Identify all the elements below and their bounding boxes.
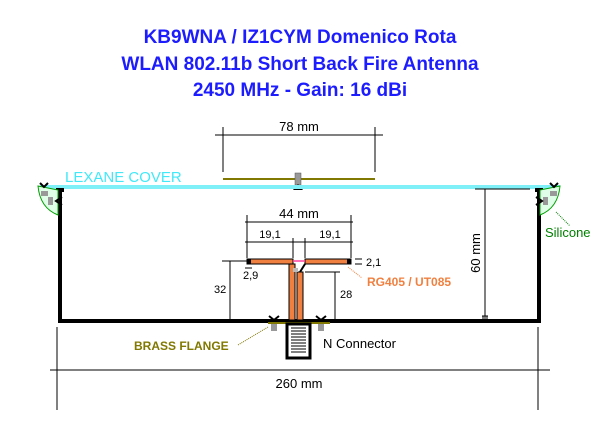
dim-78-label: 78 mm bbox=[279, 119, 319, 134]
title-line-1: KB9WNA / IZ1CYM Domenico Rota bbox=[144, 27, 457, 48]
dim-arm-right-label: 19,1 bbox=[319, 229, 340, 241]
dim-32-label: 32 bbox=[214, 284, 226, 296]
dipole bbox=[246, 258, 352, 321]
dim-reflector: 260 mm bbox=[50, 327, 550, 410]
n-connector bbox=[285, 322, 312, 360]
flange-screws bbox=[268, 315, 327, 331]
dim-60-label: 60 mm bbox=[468, 233, 483, 273]
reflector bbox=[58, 190, 541, 323]
dim-depth: 60 mm bbox=[468, 188, 530, 320]
dim-260-label: 260 mm bbox=[276, 376, 323, 391]
silicone-left bbox=[37, 182, 63, 216]
lexane-cover bbox=[40, 185, 560, 189]
title-line-3: 2450 MHz - Gain: 16 dBi bbox=[193, 80, 407, 101]
silicone-right bbox=[535, 182, 561, 216]
silicone-label: Silicone bbox=[545, 225, 591, 240]
dim-thickness-label: 2,1 bbox=[366, 257, 381, 269]
title-line-2: WLAN 802.11b Short Back Fire Antenna bbox=[121, 54, 479, 75]
flange-label: BRASS FLANGE bbox=[134, 339, 229, 353]
subreflector-mount bbox=[294, 172, 302, 186]
dim-44-label: 44 mm bbox=[279, 206, 319, 221]
dim-gap-label: 2,9 bbox=[243, 270, 258, 282]
silicone-pointer bbox=[555, 211, 571, 227]
cover-label: LEXANE COVER bbox=[65, 169, 182, 186]
cable-label: RG405 / UT085 bbox=[367, 275, 451, 289]
dim-subreflector: 78 mm bbox=[215, 119, 383, 172]
dim-arm-left-label: 19,1 bbox=[259, 229, 280, 241]
dim-dipole: 44 mm 19,1 19,1 bbox=[245, 206, 353, 258]
connector-label: N Connector bbox=[323, 336, 397, 351]
dim-28-label: 28 bbox=[340, 289, 352, 301]
